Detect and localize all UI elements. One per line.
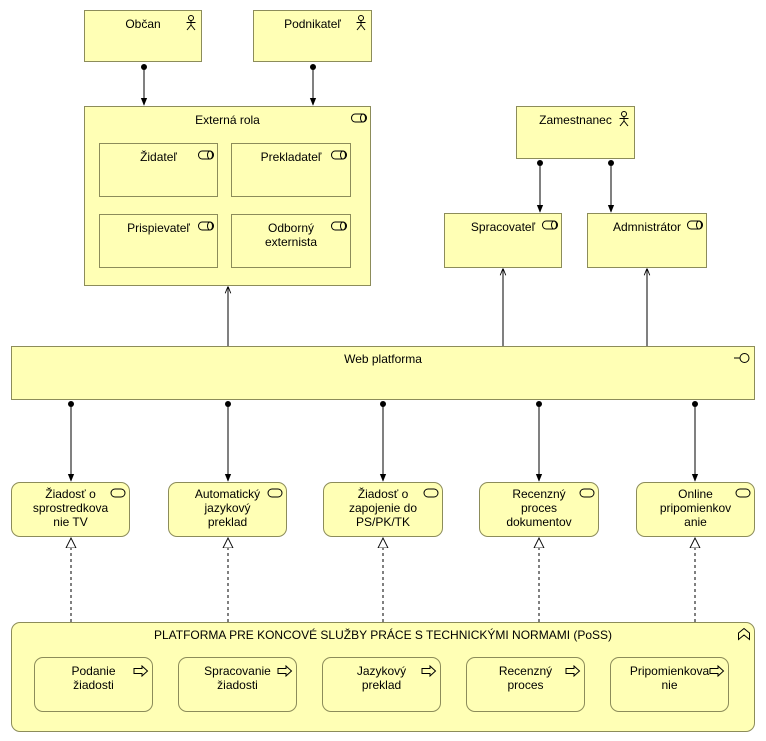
actor-icon bbox=[619, 111, 629, 127]
role-administrator-label: Admnistrátor bbox=[612, 220, 682, 234]
service-label: Automatický jazykový preklad bbox=[194, 487, 261, 529]
process-recenzny-proces[interactable]: Recenzný proces bbox=[466, 657, 585, 712]
assignment-podnikatel-externa-rola bbox=[309, 64, 317, 106]
role-prispievatel[interactable]: Prispievateľ bbox=[99, 214, 218, 268]
role-icon bbox=[542, 220, 558, 230]
actor-podnikatel[interactable]: Podnikateľ bbox=[253, 10, 372, 62]
role-odborny-externista[interactable]: Odborný externista bbox=[231, 214, 351, 268]
actor-zamestnanec-label: Zamestnanec bbox=[539, 113, 612, 127]
actor-icon bbox=[356, 15, 366, 31]
role-spracovatel[interactable]: Spracovateľ bbox=[444, 213, 562, 268]
actor-obcan[interactable]: Občan bbox=[84, 10, 202, 62]
process-label: Spracovanie žiadosti bbox=[204, 664, 271, 692]
process-label: Recenzný proces bbox=[498, 664, 553, 692]
assignment-web-service-2 bbox=[224, 401, 232, 482]
assignment-zamestnanec-spracovatel bbox=[536, 160, 544, 213]
role-zidatel[interactable]: Židateľ bbox=[99, 143, 218, 197]
actor-zamestnanec[interactable]: Zamestnanec bbox=[516, 106, 635, 159]
service-icon bbox=[735, 488, 751, 498]
assignment-web-service-4 bbox=[535, 401, 543, 482]
service-recenzny-proces-dokumentov[interactable]: Recenzný proces dokumentov bbox=[479, 482, 599, 537]
service-icon bbox=[423, 488, 439, 498]
service-label: Online pripomienkov anie bbox=[659, 487, 732, 529]
role-spracovatel-label: Spracovateľ bbox=[470, 220, 536, 234]
process-podanie-ziadosti[interactable]: Podanie žiadosti bbox=[34, 657, 153, 712]
role-icon bbox=[351, 113, 367, 123]
process-icon bbox=[709, 665, 725, 677]
role-administrator[interactable]: Admnistrátor bbox=[587, 213, 707, 268]
actor-obcan-label: Občan bbox=[125, 17, 161, 31]
service-icon bbox=[579, 488, 595, 498]
process-label: Jazykový preklad bbox=[356, 664, 407, 692]
role-prekladatel-label: Prekladateľ bbox=[260, 150, 322, 164]
platform-title: PLATFORMA PRE KONCOVÉ SLUŽBY PRÁCE S TEC… bbox=[153, 628, 613, 642]
process-label: Pripomienkova nie bbox=[629, 664, 710, 692]
service-icon bbox=[267, 488, 283, 498]
process-pripomienkovanie[interactable]: Pripomienkova nie bbox=[610, 657, 729, 712]
role-icon bbox=[198, 221, 214, 231]
interface-web-platforma-label: Web platforma bbox=[344, 352, 422, 366]
assignment-web-service-3 bbox=[379, 401, 387, 482]
process-icon bbox=[421, 665, 437, 677]
process-label: Podanie žiadosti bbox=[71, 664, 116, 692]
role-zidatel-label: Židateľ bbox=[140, 150, 177, 164]
service-ziadost-zapojenie[interactable]: Žiadosť o zapojenie do PS/PK/TK bbox=[323, 482, 443, 537]
process-icon bbox=[133, 665, 149, 677]
assignment-obcan-externa-rola bbox=[140, 64, 148, 106]
process-icon bbox=[565, 665, 581, 677]
service-automaticky-jazykovy-preklad[interactable]: Automatický jazykový preklad bbox=[168, 482, 287, 537]
service-label: Recenzný proces dokumentov bbox=[506, 487, 572, 529]
role-icon bbox=[198, 150, 214, 160]
role-prispievatel-label: Prispievateľ bbox=[127, 221, 190, 235]
process-icon bbox=[277, 665, 293, 677]
actor-podnikatel-label: Podnikateľ bbox=[284, 17, 341, 31]
interface-icon bbox=[734, 353, 750, 363]
service-icon bbox=[110, 488, 126, 498]
assignment-web-service-1 bbox=[67, 401, 75, 482]
role-icon bbox=[331, 150, 347, 160]
service-online-pripomienkovanie[interactable]: Online pripomienkov anie bbox=[636, 482, 755, 537]
role-icon bbox=[331, 221, 347, 231]
actor-icon bbox=[186, 15, 196, 31]
role-prekladatel[interactable]: Prekladateľ bbox=[231, 143, 351, 197]
assignment-web-service-5 bbox=[691, 401, 699, 482]
service-label: Žiadosť o zapojenie do PS/PK/TK bbox=[348, 487, 418, 529]
role-externa-rola-label: Externá rola bbox=[195, 113, 260, 127]
service-ziadost-sprostredkovanie-tv[interactable]: Žiadosť o sprostredkova nie TV bbox=[11, 482, 130, 537]
assignment-zamestnanec-administrator bbox=[607, 160, 615, 213]
process-spracovanie-ziadosti[interactable]: Spracovanie žiadosti bbox=[178, 657, 297, 712]
function-icon bbox=[738, 627, 750, 641]
service-label: Žiadosť o sprostredkova nie TV bbox=[32, 487, 109, 529]
process-jazykovy-preklad[interactable]: Jazykový preklad bbox=[322, 657, 441, 712]
role-odborny-externista-label: Odborný externista bbox=[264, 221, 318, 249]
role-icon bbox=[687, 220, 703, 230]
interface-web-platforma[interactable]: Web platforma bbox=[11, 346, 755, 400]
